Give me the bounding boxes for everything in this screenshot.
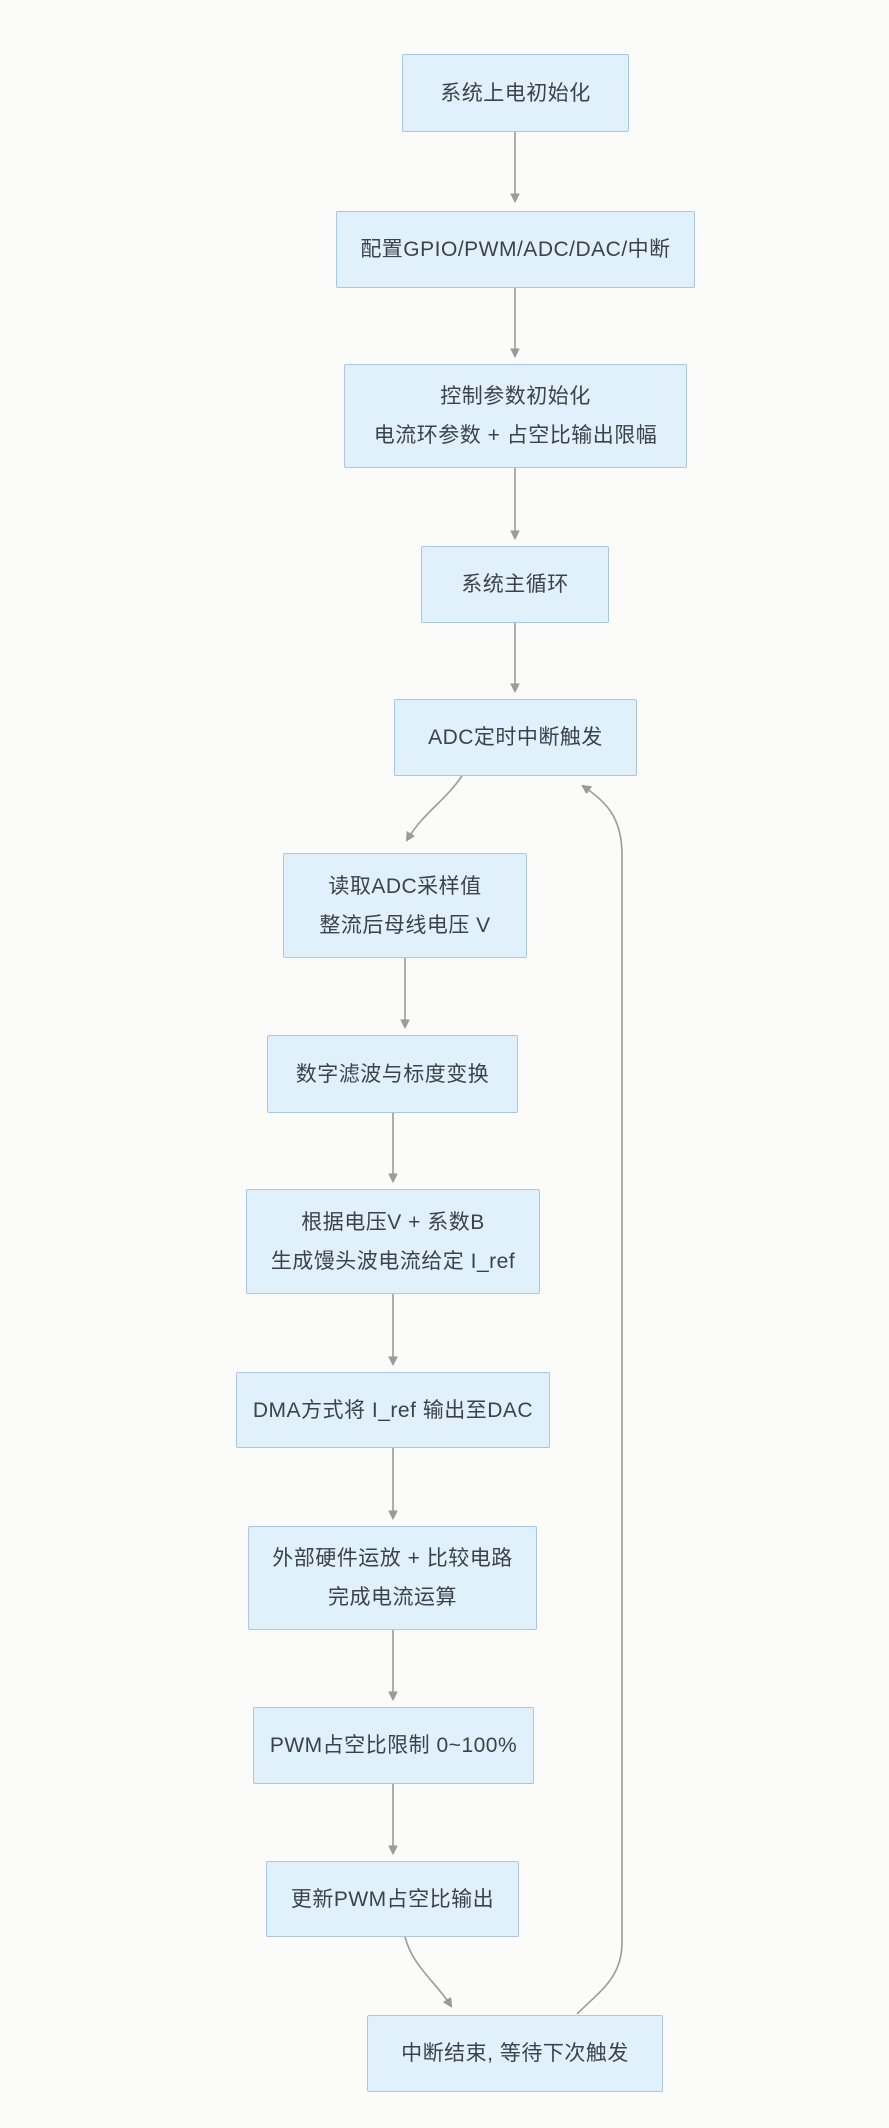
node-main-loop: 系统主循环: [421, 546, 609, 623]
connector-adcint-to-readadc: [407, 775, 463, 840]
node-update-pwm-output: 更新PWM占空比输出: [266, 1861, 519, 1937]
node-digital-filter: 数字滤波与标度变换: [267, 1035, 518, 1113]
connector-update-to-end: [404, 1936, 451, 2006]
node-interrupt-end: 中断结束, 等待下次触发: [367, 2015, 663, 2092]
node-control-param-init: 控制参数初始化 电流环参数 + 占空比输出限幅: [344, 364, 687, 468]
node-hw-opamp-comparator: 外部硬件运放 + 比较电路 完成电流运算: [248, 1526, 537, 1630]
node-dma-to-dac: DMA方式将 I_ref 输出至DAC: [236, 1372, 550, 1448]
node-configure-peripherals: 配置GPIO/PWM/ADC/DAC/中断: [336, 211, 695, 288]
node-read-adc-sample: 读取ADC采样值 整流后母线电压 V: [283, 853, 527, 958]
node-adc-timer-interrupt: ADC定时中断触发: [394, 699, 637, 776]
node-pwm-duty-limit: PWM占空比限制 0~100%: [253, 1707, 534, 1784]
node-power-on-init: 系统上电初始化: [402, 54, 629, 132]
node-generate-iref: 根据电压V + 系数B 生成馒头波电流给定 I_ref: [246, 1189, 540, 1294]
connector-loopback-end-to-adcint: [576, 786, 623, 2015]
